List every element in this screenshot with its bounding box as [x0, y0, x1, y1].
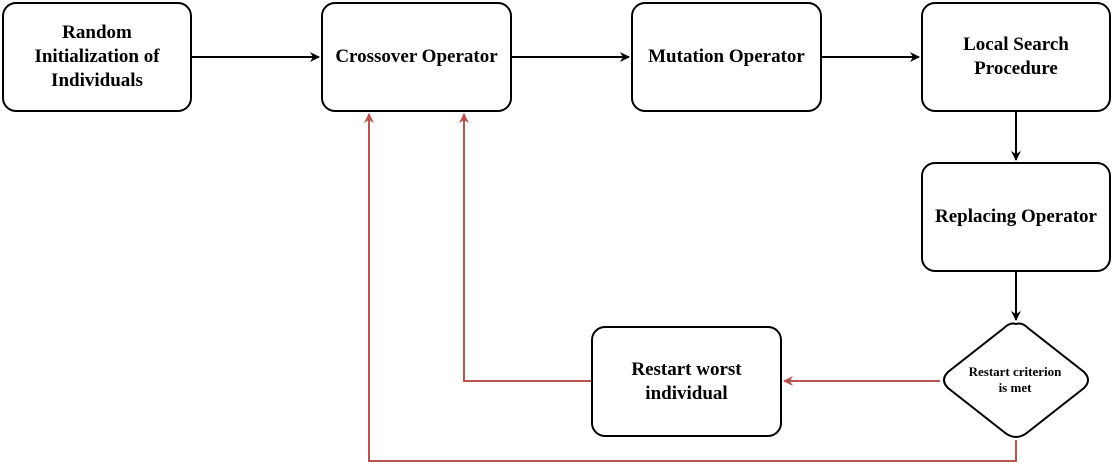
- edge-restart-worst-to-crossover: [459, 113, 591, 382]
- node-restart-worst-individual: Restart worst individual: [591, 326, 782, 437]
- node-mutation-operator: Mutation Operator: [631, 2, 822, 112]
- decision-diamond: [943, 322, 1089, 438]
- node-random-initialization: Random Initialization of Individuals: [2, 2, 192, 112]
- node-crossover-operator: Crossover Operator: [321, 2, 512, 112]
- decision-label: Restart criterion is met: [968, 364, 1062, 395]
- node-local-search-procedure: Local Search Procedure: [921, 2, 1111, 112]
- node-replacing-operator: Replacing Operator: [921, 162, 1111, 272]
- edge-decision-to-crossover: [364, 113, 1017, 462]
